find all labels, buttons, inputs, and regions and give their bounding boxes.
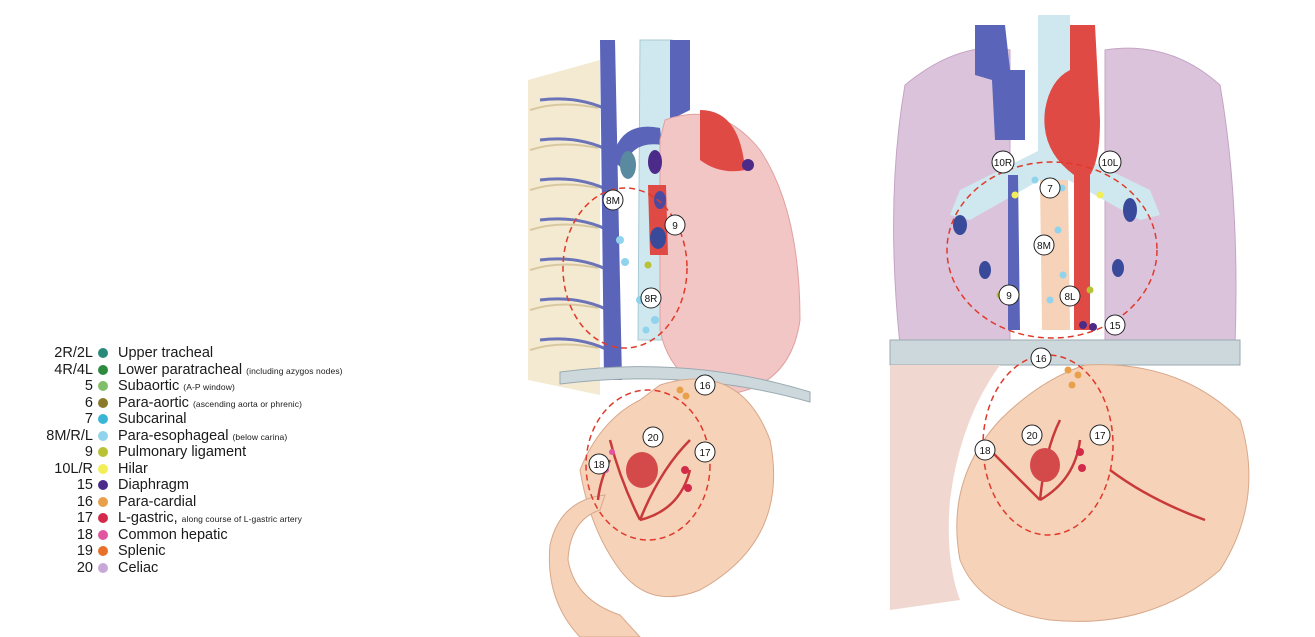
node-label-8r-left: 8R bbox=[645, 294, 658, 305]
stomach bbox=[580, 379, 774, 597]
node-label-8l: 8L bbox=[1064, 292, 1076, 303]
node-label-9-left: 9 bbox=[672, 221, 678, 232]
node-label-20-right: 20 bbox=[1026, 431, 1038, 442]
diaphragm-frontal bbox=[890, 340, 1240, 365]
node-label-18-left: 18 bbox=[593, 460, 605, 471]
node-label-17-left: 17 bbox=[699, 448, 711, 459]
node-label-8m-right: 8M bbox=[1037, 241, 1051, 252]
node-label-16-left: 16 bbox=[699, 381, 711, 392]
node-label-15: 15 bbox=[1109, 321, 1121, 332]
stomach-frontal bbox=[957, 365, 1249, 622]
node-label-10l: 10L bbox=[1102, 158, 1119, 169]
right-frontal-view: 10R 10L 7 8M 9 8L 15 16 20 17 18 bbox=[890, 15, 1249, 621]
left-lateral-view: 8M 9 8R 16 20 17 18 bbox=[528, 40, 810, 637]
node-label-17-right: 17 bbox=[1094, 431, 1106, 442]
spine bbox=[528, 60, 600, 395]
node-label-9-right: 9 bbox=[1006, 291, 1012, 302]
node-label-10r: 10R bbox=[994, 158, 1012, 169]
node-label-8m-left: 8M bbox=[606, 196, 620, 207]
node-label-18-right: 18 bbox=[979, 446, 991, 457]
node-label-20-left: 20 bbox=[647, 433, 659, 444]
node-label-7: 7 bbox=[1047, 184, 1053, 195]
node-label-16-right: 16 bbox=[1035, 354, 1047, 365]
